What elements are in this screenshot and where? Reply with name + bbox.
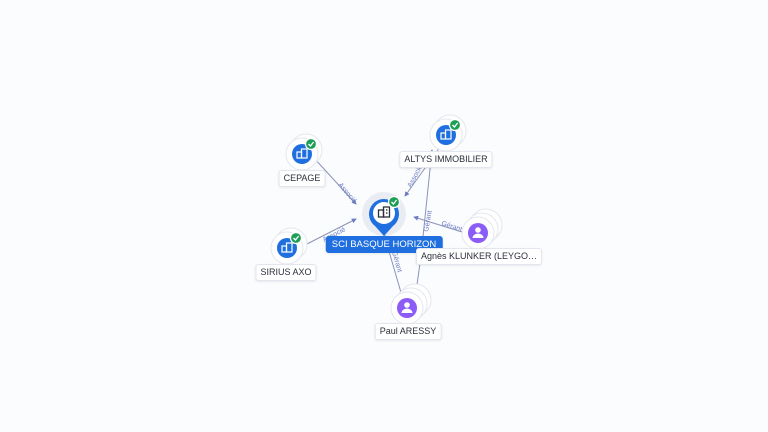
building-icon [296, 148, 308, 159]
edge-label-cepage-center: Associé [336, 182, 357, 205]
person-icon [472, 227, 484, 238]
person-icon [401, 302, 413, 313]
verified-check-icon [304, 137, 318, 151]
node-cepage[interactable] [285, 133, 323, 171]
edge-agnes-center [413, 215, 463, 233]
node-label-sirius-axo[interactable]: SIRIUS AXO [255, 264, 317, 281]
building-icon [281, 242, 293, 253]
building-icon [377, 206, 391, 218]
node-agnes-klunker[interactable] [461, 208, 503, 250]
edge-label-agnes-center: Gérant [440, 220, 463, 233]
node-sci-basque-horizon[interactable] [362, 192, 406, 236]
node-label-altys-immobilier[interactable]: ALTYS IMMOBILIER [399, 151, 493, 168]
node-label-paul-aressy[interactable]: Paul ARESSY [374, 323, 442, 340]
edge-label-agnes-altys: Gérant [423, 210, 434, 232]
verified-check-icon [387, 195, 401, 209]
edge-cepage-center [313, 157, 357, 205]
node-label-agnes-klunker[interactable]: Agnès KLUNKER (LEYGO… [415, 248, 543, 265]
verified-check-icon [289, 231, 303, 245]
verified-check-icon [448, 118, 462, 132]
node-paul-aressy[interactable] [390, 283, 432, 325]
edge-sirius-center [302, 218, 357, 247]
node-sirius-axo[interactable] [270, 227, 308, 265]
building-icon [440, 129, 452, 140]
node-altys-immobilier[interactable] [429, 114, 467, 152]
node-label-sci-basque-horizon[interactable]: SCI BASQUE HORIZON [325, 236, 443, 253]
node-label-cepage[interactable]: CEPAGE [278, 170, 326, 187]
